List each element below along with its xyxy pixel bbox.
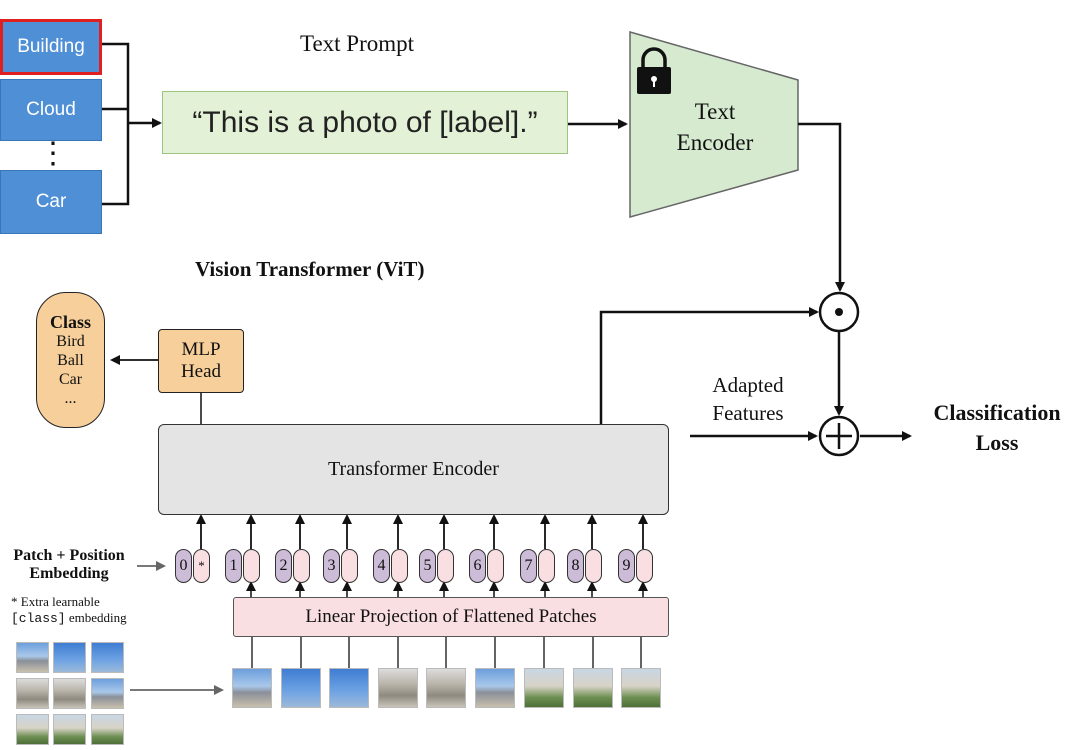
- patch-embedding-token: [391, 549, 408, 583]
- token-index-0: 0: [175, 549, 192, 583]
- patch-embedding-token: [585, 549, 602, 583]
- dot-operator: [818, 291, 860, 333]
- adapted-line2: Features: [712, 401, 784, 425]
- image-tile: [16, 678, 49, 709]
- mlp-line1: MLP: [181, 339, 221, 360]
- loss-line2: Loss: [975, 430, 1019, 455]
- plus-operator: [818, 415, 860, 457]
- transformer-encoder-box: Transformer Encoder: [158, 424, 669, 515]
- token-index-8: 8: [567, 549, 584, 583]
- patch-embedding-token: [636, 549, 653, 583]
- lock-icon: [637, 47, 671, 94]
- patch-tile: [426, 668, 466, 708]
- patch-tile: [329, 668, 369, 708]
- text-prompt-title: Text Prompt: [300, 31, 415, 56]
- image-tile: [53, 678, 86, 709]
- extra-note-line2: [class] embedding: [11, 610, 151, 627]
- patch-embedding-token: [293, 549, 310, 583]
- image-tile: [91, 642, 124, 673]
- image-tile: [16, 714, 49, 745]
- vit-to-dot-arrow: [599, 307, 819, 424]
- patch-tile: [232, 668, 272, 708]
- patch-tile: [475, 668, 515, 708]
- class-output-pill: Class Bird Ball Car ...: [36, 292, 105, 428]
- adapted-features-label: Adapted Features: [690, 371, 806, 427]
- label-ellipsis: ⋮: [38, 137, 68, 170]
- text-encoder-label: Text Encoder: [660, 96, 770, 158]
- token-index-5: 5: [419, 549, 436, 583]
- class-code: [class]: [11, 611, 66, 626]
- patch-embedding-label: Patch + Position Embedding: [2, 547, 136, 583]
- mlp-line2: Head: [180, 361, 222, 382]
- patch-tile: [378, 668, 418, 708]
- class-token-embedding: *: [193, 549, 210, 583]
- patch-embedding-token: [341, 549, 358, 583]
- linear-projection-box: Linear Projection of Flattened Patches: [233, 597, 669, 637]
- label-building[interactable]: Building: [0, 19, 102, 75]
- extra-note-line1: * Extra learnable: [11, 594, 100, 609]
- patch-to-projection-lines: [251, 637, 642, 668]
- token-index-2: 2: [275, 549, 292, 583]
- patch-embedding-line1: Patch + Position: [13, 547, 125, 564]
- patch-tile: [573, 668, 613, 708]
- image-tile: [53, 642, 86, 673]
- token-index-1: 1: [225, 549, 242, 583]
- prompt-template-box: “This is a photo of [label].”: [162, 91, 568, 154]
- patch-embedding-token: [243, 549, 260, 583]
- image-tile: [16, 642, 49, 673]
- image-tile: [91, 714, 124, 745]
- extra-learnable-note: * Extra learnable [class] embedding: [11, 594, 151, 627]
- text-encoder-block: [629, 31, 799, 218]
- label-cloud[interactable]: Cloud: [0, 79, 102, 141]
- token-index-9: 9: [618, 549, 635, 583]
- label-bracket: [101, 42, 162, 206]
- classification-loss-label: Classification Loss: [912, 398, 1080, 458]
- adapted-line1: Adapted: [712, 373, 784, 397]
- patch-tile: [621, 668, 661, 708]
- token-up-arrows: [196, 514, 648, 549]
- token-index-7: 7: [520, 549, 537, 583]
- text-encoder-line1: Text: [694, 99, 736, 124]
- patch-tile: [281, 668, 321, 708]
- patch-embedding-token: [538, 549, 555, 583]
- class-item: ...: [64, 389, 77, 407]
- token-index-4: 4: [373, 549, 390, 583]
- class-item: Bird: [56, 332, 85, 350]
- token-index-3: 3: [323, 549, 340, 583]
- loss-line1: Classification: [933, 400, 1061, 425]
- encoder-to-dot-arrow: [798, 122, 845, 292]
- text-encoder-line2: Encoder: [676, 130, 754, 155]
- patch-embedding-line2: Embedding: [29, 565, 109, 582]
- extra-note-rest: embedding: [65, 610, 127, 625]
- vit-title: Vision Transformer (ViT): [195, 257, 425, 281]
- image-tile: [53, 714, 86, 745]
- patch-embedding-token: [437, 549, 454, 583]
- label-car[interactable]: Car: [0, 170, 102, 234]
- class-heading: Class: [49, 311, 91, 332]
- patch-embedding-token: [487, 549, 504, 583]
- projection-up-arrows: [246, 581, 648, 597]
- patch-tile: [524, 668, 564, 708]
- token-index-6: 6: [469, 549, 486, 583]
- class-item: Car: [58, 370, 83, 388]
- image-tile: [91, 678, 124, 709]
- class-item: Ball: [57, 351, 84, 369]
- mlp-head-box: MLP Head: [158, 329, 244, 393]
